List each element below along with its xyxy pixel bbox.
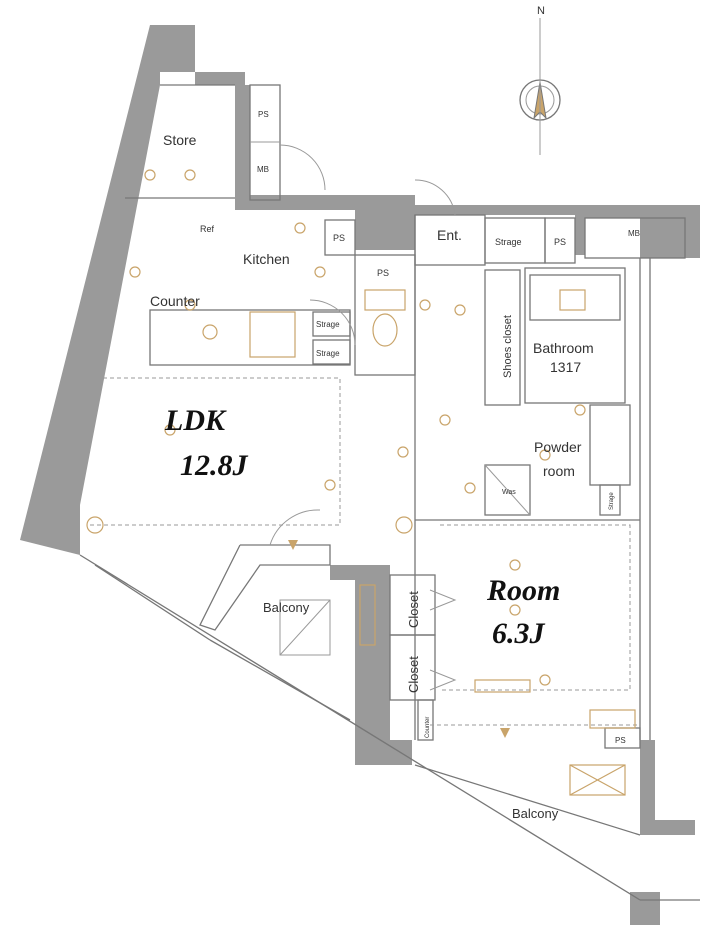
dashed-lines (75, 377, 640, 726)
label-mb-top: MB (257, 165, 269, 174)
label-bathroom-size: 1317 (550, 359, 581, 375)
label-ps-toilet: PS (377, 268, 389, 278)
label-strage-1: Strage (316, 320, 340, 329)
label-room: Room (486, 574, 560, 607)
label-store: Store (163, 132, 197, 148)
label-strage-powder: Strage (609, 492, 615, 510)
interior-lines (79, 84, 700, 901)
label-ps-top: PS (258, 110, 269, 119)
label-kitchen: Kitchen (243, 251, 290, 267)
label-counter: Counter (150, 293, 200, 309)
label-strage-2: Strage (316, 349, 340, 358)
room-labels: Store PS MB Ref Kitchen Counter Strage S… (150, 110, 640, 821)
label-balcony-2: Balcony (512, 806, 559, 821)
label-bathroom: Bathroom (533, 340, 594, 356)
label-ldk-size: 12.8J (180, 449, 249, 482)
label-balcony-1: Balcony (263, 600, 310, 615)
label-closet-1: Closet (406, 591, 421, 628)
north-label: N (537, 5, 545, 17)
label-strage-ent: Strage (495, 237, 522, 247)
label-powder: Powder (534, 439, 582, 455)
label-closet-2: Closet (406, 656, 421, 693)
label-ps-room: PS (615, 736, 626, 745)
fixtures (86, 169, 636, 796)
exterior-walls (20, 25, 700, 925)
compass-icon: N (519, 5, 561, 155)
label-ps-ent: PS (554, 237, 566, 247)
label-room-size: 6.3J (492, 617, 546, 650)
label-powder-room: room (543, 463, 575, 479)
label-counter-room: Counter (425, 717, 431, 738)
label-wash: Was (502, 489, 516, 496)
label-mb-ent: MB (628, 229, 640, 238)
label-entrance: Ent. (437, 227, 462, 243)
label-ps-kitchen: PS (333, 233, 345, 243)
label-ref: Ref (200, 224, 215, 234)
label-shoes-closet: Shoes closet (502, 315, 514, 378)
label-ldk: LDK (164, 404, 227, 437)
